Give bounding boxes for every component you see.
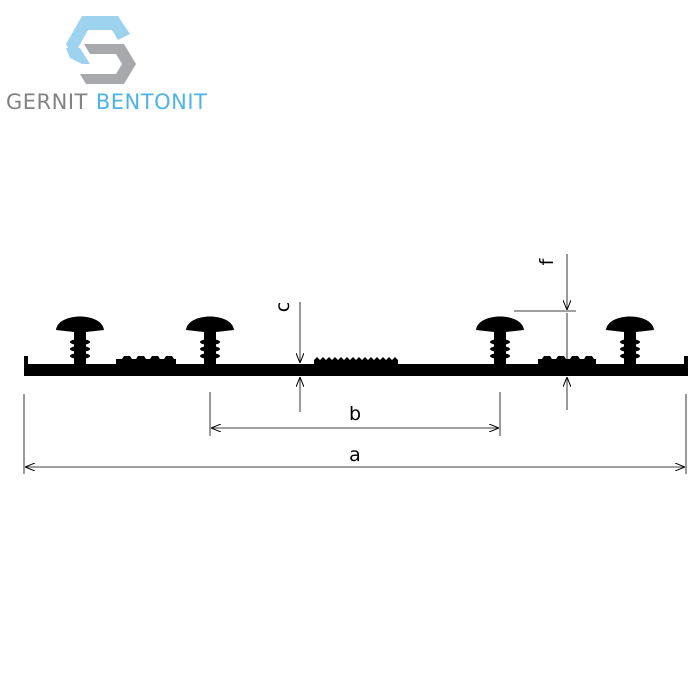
dimension-c: c [272, 302, 300, 412]
dimension-c-label: c [272, 302, 294, 312]
profile-serrations [116, 356, 596, 365]
brand-word-bentonit: BENTONIT [95, 90, 208, 114]
bulb-4 [606, 316, 654, 366]
profile-base [24, 356, 688, 376]
bulb-1 [56, 316, 104, 366]
brand-name: GERNIT BENTONIT [6, 90, 207, 114]
serration-center [314, 357, 398, 365]
brand-word-gernit: GERNIT [6, 90, 88, 114]
bulb-2 [186, 316, 234, 366]
dimension-b: b [212, 403, 498, 428]
dimension-b-label: b [349, 403, 361, 425]
profile-bulbs [56, 316, 654, 366]
dimension-a-label: a [349, 444, 361, 466]
serration-left [116, 356, 176, 365]
dimension-a: a [26, 444, 684, 467]
dimension-f-label: f [536, 257, 558, 265]
hexagon-s-logo [66, 16, 136, 84]
extension-lines [23, 310, 687, 474]
bulb-3 [476, 316, 524, 366]
dimension-f: f [536, 254, 567, 410]
